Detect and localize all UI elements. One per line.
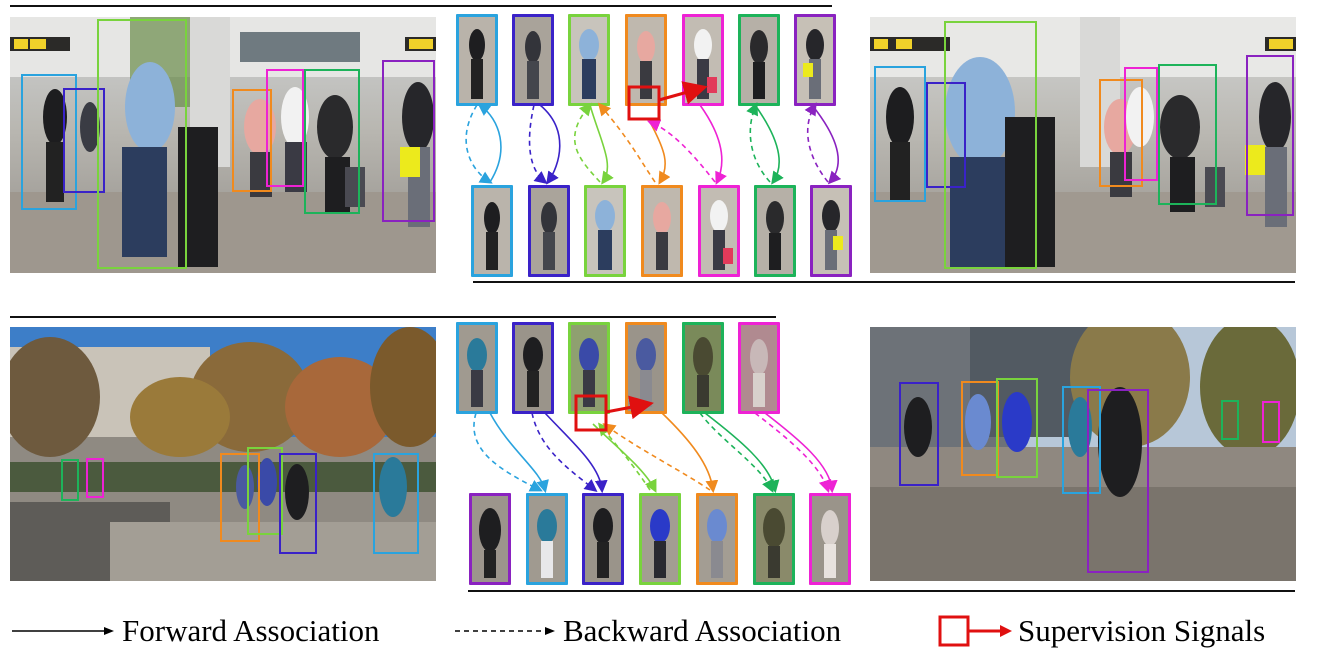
solid-arrow-icon	[12, 627, 114, 635]
divider-line	[468, 590, 1295, 592]
person-crop	[754, 185, 796, 277]
person-crop	[512, 14, 554, 106]
legend-supervision: Supervision Signals	[938, 608, 1265, 654]
legend-backward: Backward Association	[455, 608, 841, 654]
person-crop	[810, 185, 852, 277]
legend-label: Forward Association	[122, 613, 380, 648]
person-crop	[753, 493, 795, 585]
divider-line	[10, 316, 776, 318]
person-crop	[682, 322, 724, 414]
person-crop	[456, 14, 498, 106]
person-crop	[512, 322, 554, 414]
person-crop	[456, 322, 498, 414]
person-crop	[641, 185, 683, 277]
person-crop	[639, 493, 681, 585]
person-crop	[738, 14, 780, 106]
person-crop	[584, 185, 626, 277]
person-crop	[526, 493, 568, 585]
supervision-box	[627, 85, 661, 121]
legend-label: Backward Association	[563, 613, 842, 648]
person-crop	[582, 493, 624, 585]
person-crop	[696, 493, 738, 585]
person-crop	[568, 14, 610, 106]
airport-scene-frame-t1	[870, 17, 1296, 273]
supervision-box	[574, 394, 608, 432]
divider-line	[473, 281, 1295, 283]
supervision-arrow-icon	[938, 615, 1012, 647]
plaza-scene-frame-t1	[870, 327, 1296, 581]
person-crop	[469, 493, 511, 585]
legend-label: Supervision Signals	[1018, 613, 1266, 648]
person-crop	[794, 14, 836, 106]
divider-line	[10, 5, 832, 7]
dashed-arrow-icon	[455, 627, 555, 635]
person-crop	[809, 493, 851, 585]
plaza-scene-frame-t	[10, 327, 436, 581]
person-crop	[698, 185, 740, 277]
person-crop	[528, 185, 570, 277]
person-crop	[471, 185, 513, 277]
legend-forward: Forward Association	[12, 608, 379, 654]
person-crop	[738, 322, 780, 414]
airport-scene-frame-t	[10, 17, 436, 273]
